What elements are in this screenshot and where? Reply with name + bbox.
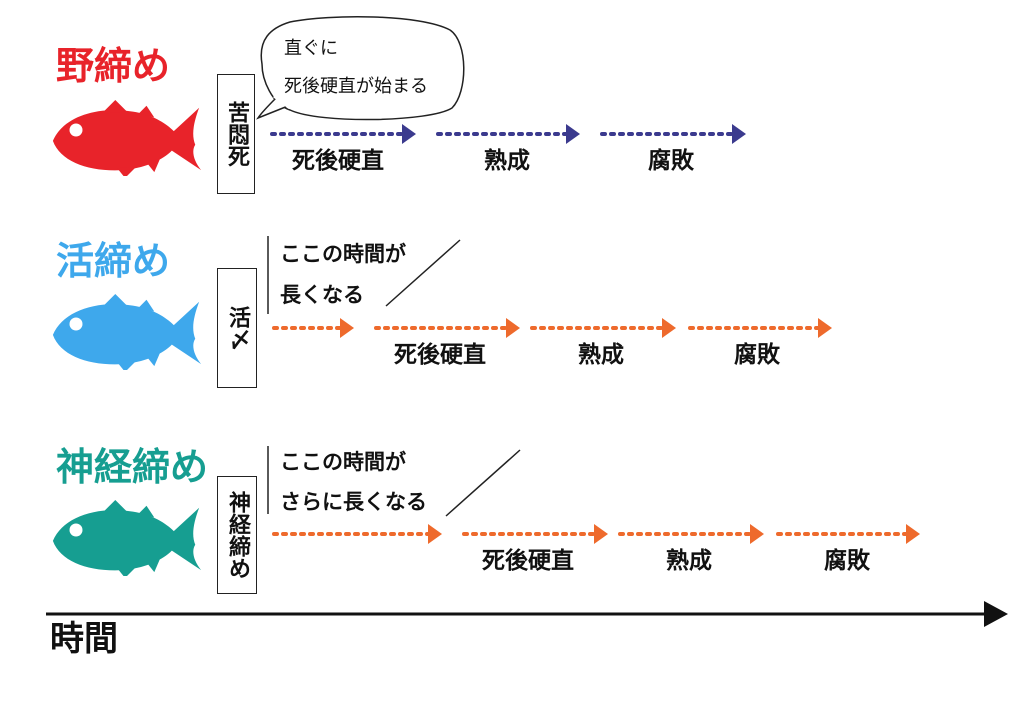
box-label: 苦悶死 — [224, 101, 249, 167]
stage-aging-row2: 熟成 — [578, 342, 624, 368]
method-title-nojime: 野締め — [56, 44, 171, 88]
arrow-track-row2 — [272, 318, 832, 338]
bubble-line-2: 死後硬直が始まる — [284, 76, 428, 97]
fish-icon — [52, 293, 202, 370]
arrow-track-row3 — [272, 524, 920, 544]
stage-decay-row3: 腐敗 — [824, 548, 870, 574]
time-axis — [46, 601, 1008, 627]
arrow-track-row1 — [270, 124, 746, 144]
note-line-2-row2: 長くなる — [280, 283, 364, 307]
method-title-ikejime: 活締め — [56, 239, 171, 283]
time-axis-label: 時間 — [50, 619, 118, 659]
box-label: 神経締め — [225, 491, 250, 579]
stage-aging-row3: 熟成 — [666, 548, 712, 574]
stage-rigor-row3: 死後硬直 — [482, 548, 574, 574]
bubble-line-1: 直ぐに — [284, 38, 338, 59]
speech-bubble — [256, 16, 465, 121]
stage-aging-row1: 熟成 — [484, 148, 530, 174]
stage-decay-row1: 腐敗 — [648, 148, 694, 174]
note-line-1-row2: ここの時間が — [280, 242, 406, 266]
fish-icon — [52, 99, 202, 176]
note-bracket-row2 — [267, 236, 461, 314]
box-label: 活〆 — [225, 306, 250, 350]
note-line-2-row3: さらに長くなる — [280, 490, 427, 514]
method-box-nojime: 苦悶死 — [217, 74, 255, 194]
stage-decay-row2: 腐敗 — [734, 342, 780, 368]
stage-rigor-row1: 死後硬直 — [292, 148, 384, 174]
note-bracket-row3 — [267, 446, 521, 517]
method-box-shinkei: 神経締め — [217, 476, 257, 594]
method-title-shinkei: 神経締め — [56, 445, 209, 489]
fish-icon — [52, 499, 202, 576]
method-box-ikejime: 活〆 — [217, 268, 257, 388]
stage-rigor-row2: 死後硬直 — [394, 342, 486, 368]
note-line-1-row3: ここの時間が — [280, 450, 406, 474]
